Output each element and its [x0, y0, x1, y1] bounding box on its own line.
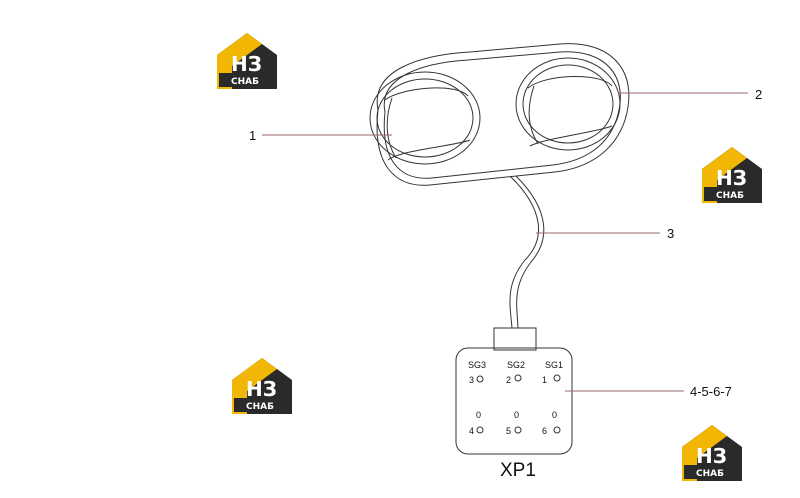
watermark-logo: НЗ СНАБ: [702, 147, 762, 203]
watermark-logo: НЗ СНАБ: [232, 358, 292, 414]
pin-number-label: 1: [542, 375, 547, 385]
svg-text:СНАБ: СНАБ: [696, 469, 724, 479]
svg-text:СНАБ: СНАБ: [716, 191, 744, 201]
pin-group-label: SG1: [545, 360, 563, 370]
svg-text:НЗ: НЗ: [246, 377, 277, 401]
pin-number-label: 4: [469, 426, 474, 436]
svg-text:НЗ: НЗ: [716, 166, 747, 190]
dual-lamp-assembly: [369, 43, 630, 329]
pin-1-circle: [553, 374, 561, 382]
connector-name: XP1: [500, 460, 536, 481]
pin-number-label: 0: [514, 410, 519, 420]
leader-lines: [262, 92, 748, 392]
svg-text:СНАБ: СНАБ: [246, 402, 274, 412]
pin-2-circle: [514, 374, 522, 382]
svg-text:НЗ: НЗ: [231, 52, 262, 76]
callout-1: 1: [249, 128, 256, 143]
pin-group-label: SG3: [468, 360, 486, 370]
pin-number-label: 5: [506, 426, 511, 436]
pin-group-label: SG2: [507, 360, 525, 370]
pin-3-circle: [476, 375, 484, 383]
callout-3: 3: [667, 226, 674, 241]
pin-5-circle: [514, 426, 522, 434]
callout-2: 2: [755, 87, 762, 102]
svg-text:СНАБ: СНАБ: [231, 77, 259, 87]
pin-number-label: 0: [552, 410, 557, 420]
callout-4-5-6-7: 4-5-6-7: [690, 384, 732, 399]
pin-number-label: 2: [506, 375, 511, 385]
pin-4-circle: [476, 426, 484, 434]
watermark-logo: НЗ СНАБ: [217, 33, 277, 89]
svg-text:НЗ: НЗ: [696, 444, 727, 468]
watermark-logo: НЗ СНАБ: [682, 425, 742, 481]
pin-number-label: 0: [476, 410, 481, 420]
pin-number-label: 6: [542, 426, 547, 436]
pin-number-label: 3: [469, 375, 474, 385]
pin-6-circle: [553, 426, 561, 434]
connector-xp1: [455, 327, 573, 455]
